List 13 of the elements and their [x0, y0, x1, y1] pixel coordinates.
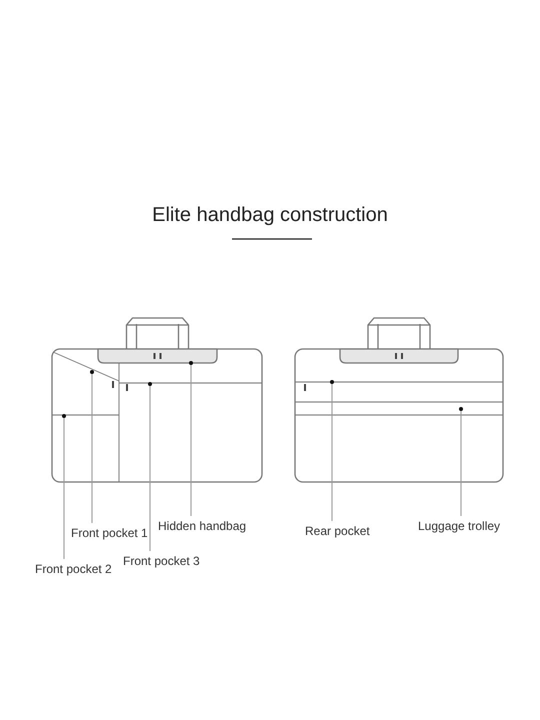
part-label: Rear pocket	[305, 524, 370, 539]
part-label: Luggage trolley	[418, 519, 500, 534]
leader-line	[62, 414, 66, 560]
leader-line	[330, 380, 334, 522]
leader-line	[90, 370, 94, 524]
leader-line	[459, 407, 463, 516]
part-label: Front pocket 2	[35, 562, 112, 577]
leader-line	[148, 382, 152, 552]
part-label: Hidden handbag	[158, 519, 246, 534]
part-label: Front pocket 3	[123, 554, 200, 569]
leader-line	[189, 361, 193, 516]
title: Elite handbag construction	[151, 204, 389, 227]
part-label: Front pocket 1	[71, 526, 148, 541]
